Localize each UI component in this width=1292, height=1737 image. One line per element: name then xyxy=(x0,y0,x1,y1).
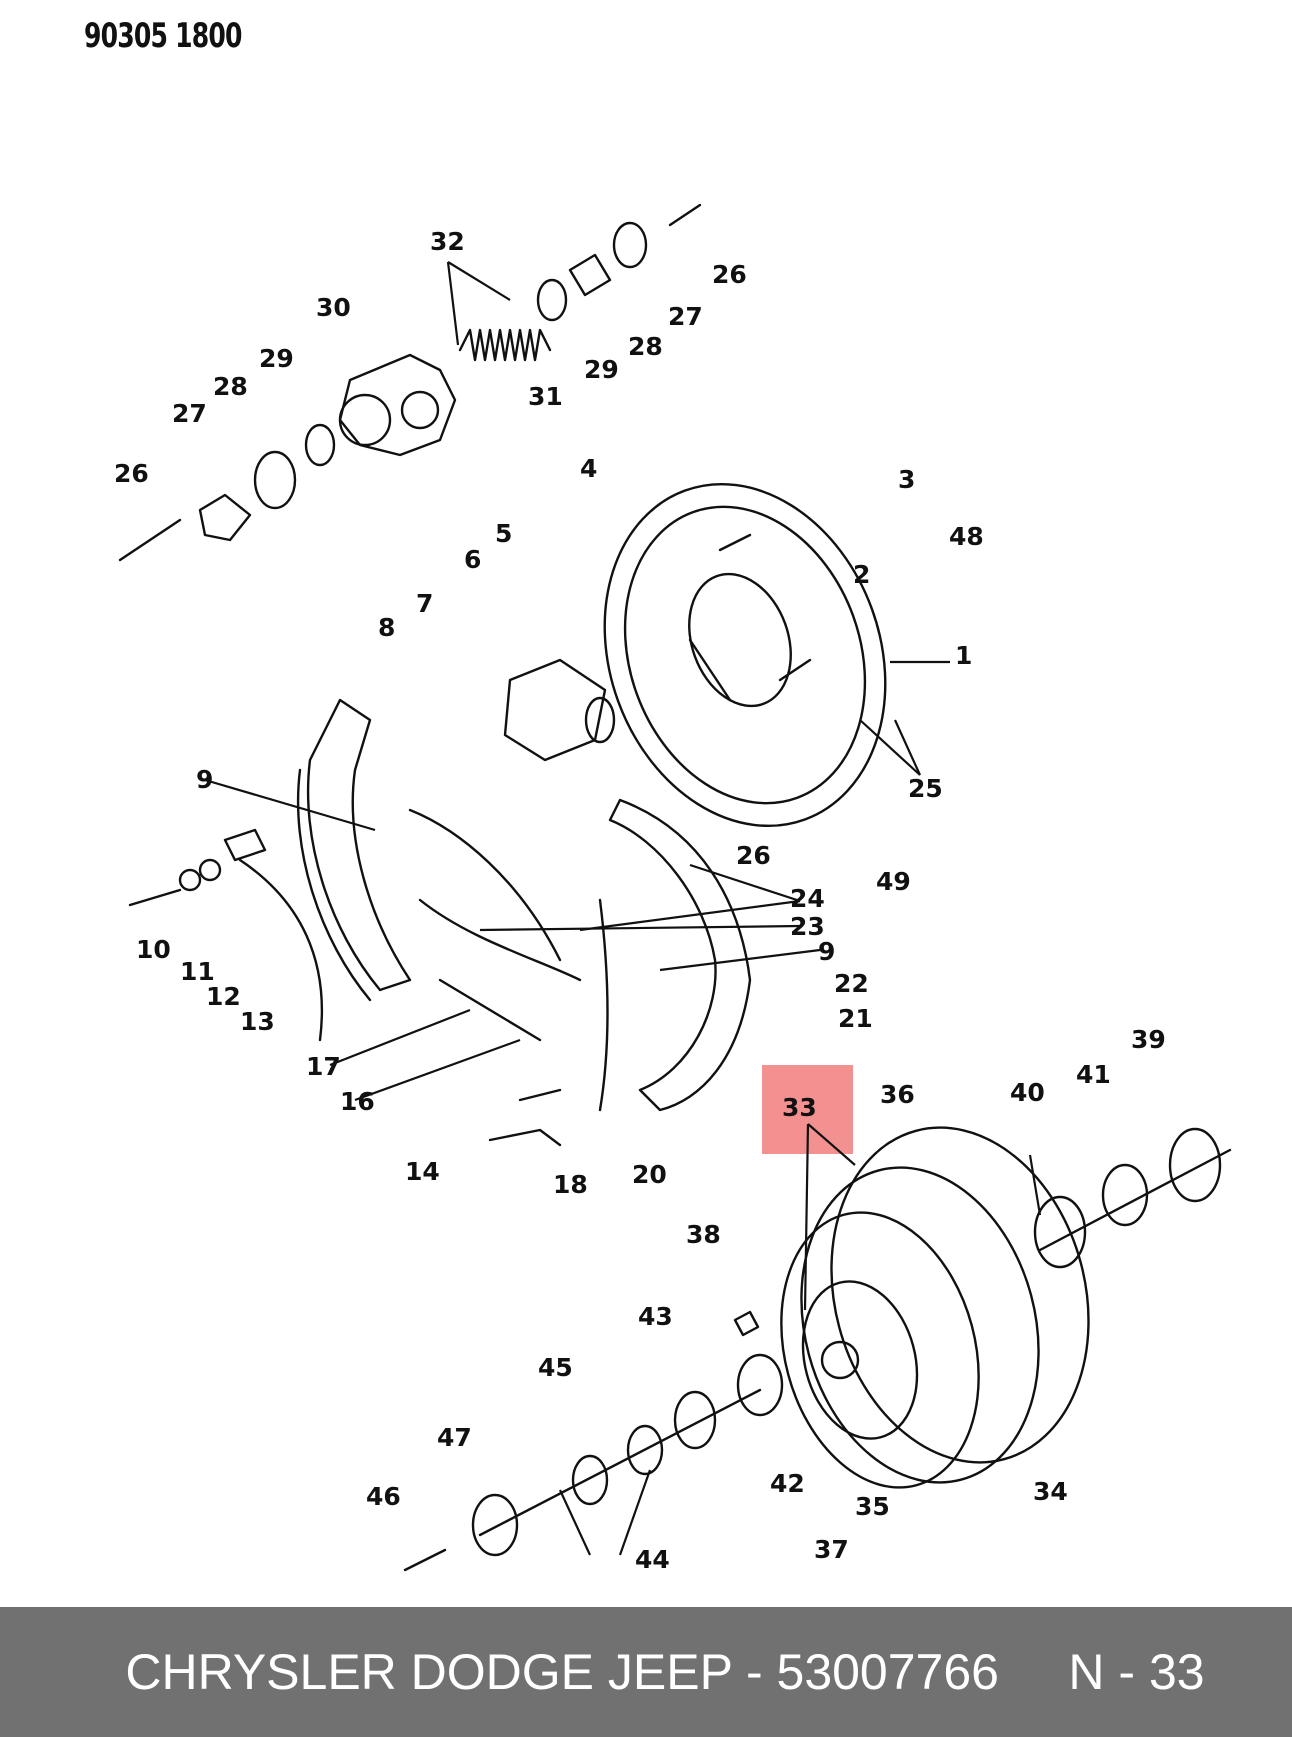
backing-plate xyxy=(603,482,887,828)
callout-10: 10 xyxy=(136,935,171,964)
callout-41: 41 xyxy=(1076,1060,1111,1089)
callout-labels: 1 2 3 4 5 6 7 8 9 9 10 11 12 13 14 16 17… xyxy=(114,227,1166,1574)
callout-34: 34 xyxy=(1033,1477,1068,1506)
callout-16: 16 xyxy=(340,1087,375,1116)
callout-30: 30 xyxy=(316,293,351,322)
callout-32: 32 xyxy=(430,227,465,256)
callout-11: 11 xyxy=(180,957,215,986)
callout-20: 20 xyxy=(632,1160,667,1189)
callout-1: 1 xyxy=(955,641,972,670)
callout-40: 40 xyxy=(1010,1078,1045,1107)
callout-26-mid: 26 xyxy=(736,841,771,870)
callout-31: 31 xyxy=(528,382,563,411)
callout-18: 18 xyxy=(553,1170,588,1199)
springs-linkage xyxy=(128,808,609,1147)
callout-47: 47 xyxy=(437,1423,472,1452)
callout-49: 49 xyxy=(876,867,911,896)
footer-bar: CHRYSLER DODGE JEEP - 53007766 N - 33 xyxy=(0,1607,1292,1737)
callout-38: 38 xyxy=(686,1220,721,1249)
callout-9-right: 9 xyxy=(818,937,835,966)
callout-36: 36 xyxy=(880,1080,915,1109)
exploded-brake-diagram: 1 2 3 4 5 6 7 8 9 9 10 11 12 13 14 16 17… xyxy=(114,203,1232,1574)
brake-shoes xyxy=(223,698,752,1112)
callout-45: 45 xyxy=(538,1353,573,1382)
callout-23: 23 xyxy=(790,912,825,941)
hub-bearings xyxy=(403,1127,1232,1572)
callout-3: 3 xyxy=(898,465,915,494)
callout-8: 8 xyxy=(378,613,395,642)
callout-27-right: 27 xyxy=(668,302,703,331)
callout-27-left: 27 xyxy=(172,399,207,428)
callout-17: 17 xyxy=(306,1052,341,1081)
brake-drum xyxy=(780,1126,1090,1489)
callout-26-top: 26 xyxy=(712,260,747,289)
callout-37: 37 xyxy=(814,1535,849,1564)
callout-7: 7 xyxy=(416,589,433,618)
wheel-cylinder-assembly xyxy=(118,203,702,562)
callout-29-left: 29 xyxy=(259,344,294,373)
callout-43: 43 xyxy=(638,1302,673,1331)
callout-12: 12 xyxy=(206,982,241,1011)
callout-35: 35 xyxy=(855,1492,890,1521)
drawing-number: 90305 1800 xyxy=(84,16,242,56)
wheel-cylinder-body xyxy=(503,658,616,762)
callout-39: 39 xyxy=(1131,1025,1166,1054)
callout-6: 6 xyxy=(464,545,481,574)
callout-24: 24 xyxy=(790,884,825,913)
callout-9-left: 9 xyxy=(196,765,213,794)
callout-28-right: 28 xyxy=(628,332,663,361)
callout-5: 5 xyxy=(495,519,512,548)
callout-2: 2 xyxy=(853,560,870,589)
callout-33: 33 xyxy=(782,1093,817,1122)
callout-13: 13 xyxy=(240,1007,275,1036)
callout-25: 25 xyxy=(908,774,943,803)
callout-21: 21 xyxy=(838,1004,873,1033)
callout-26-left: 26 xyxy=(114,459,149,488)
callout-14: 14 xyxy=(405,1157,440,1186)
callout-29-right: 29 xyxy=(584,355,619,384)
callout-44: 44 xyxy=(635,1545,670,1574)
leader-lines xyxy=(204,261,1042,1556)
callout-42: 42 xyxy=(770,1469,805,1498)
callout-22: 22 xyxy=(834,969,869,998)
callout-46: 46 xyxy=(366,1482,401,1511)
callout-4: 4 xyxy=(580,454,597,483)
callout-28-left: 28 xyxy=(213,372,248,401)
footer-part-caption: CHRYSLER DODGE JEEP - 53007766 N - 33 xyxy=(125,1644,1205,1700)
callout-48: 48 xyxy=(949,522,984,551)
